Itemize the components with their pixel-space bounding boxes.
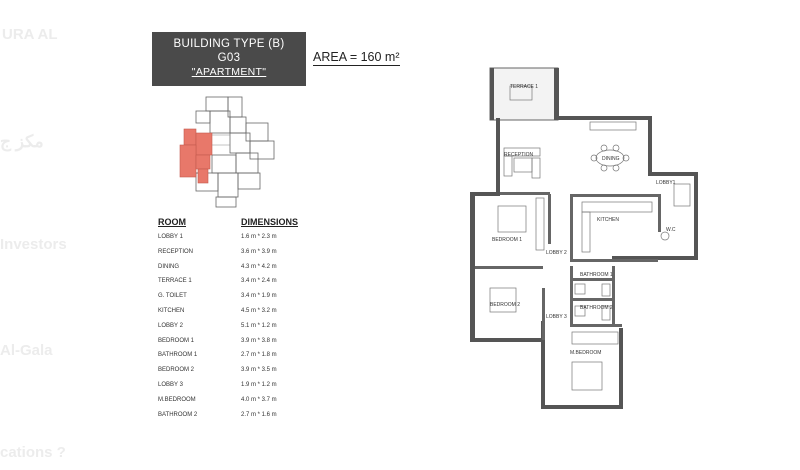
room-dimensions: 3.9 m * 3.5 m [241, 367, 277, 374]
room-dimensions: 5.1 m * 1.2 m [241, 322, 277, 329]
outer-walls [470, 116, 698, 409]
room-name: BATHROOM 2 [158, 411, 198, 418]
room-name: LOBBY 1 [158, 234, 183, 240]
building-key-plan [179, 96, 275, 208]
room-name: M.BEDROOM [158, 396, 196, 403]
wall [490, 68, 494, 120]
background-text-2: مكز ج [0, 132, 44, 151]
room-dimensions: 4.0 m * 3.7 m [241, 396, 277, 403]
room-name: TERRACE 1 [158, 278, 192, 285]
highlighted-unit [179, 128, 213, 184]
room-dimensions: 4.3 m * 4.2 m [241, 263, 277, 270]
background-text-5: cations ? [0, 444, 66, 461]
background-text-1: URA AL [2, 26, 58, 43]
room-dimensions: 1.6 m * 2.3 m [241, 234, 277, 240]
room-dimensions: 1.9 m * 1.2 m [241, 382, 277, 388]
room-name: RECEPTION [158, 248, 194, 255]
room-name: LOBBY 2 [158, 322, 183, 329]
furniture [489, 85, 691, 391]
label-wc: W.C [666, 227, 676, 233]
area-label: AREA = 160 m² [313, 50, 400, 66]
room-name: G. TOILET [158, 293, 187, 300]
unit-code: G03 [217, 52, 241, 64]
background-text-3: Investors [0, 236, 67, 253]
room-name: BEDROOM 1 [158, 337, 195, 344]
plan-labels: TERRACE 1 RECEPTION DINING LOBBY1 KITCHE… [490, 84, 676, 356]
apartment-floor-plan: TERRACE 1 RECEPTION DINING LOBBY1 KITCHE… [470, 67, 698, 409]
room-dimensions: 3.6 m * 3.9 m [241, 248, 277, 255]
label-dining: DINING [602, 156, 620, 162]
background-text-4: Al-Gala [0, 342, 53, 359]
room-dimensions: 4.5 m * 3.2 m [241, 308, 277, 314]
room-dimensions: 3.4 m * 2.4 m [241, 278, 277, 285]
label-kitchen: KITCHEN [597, 217, 619, 223]
label-bedroom1: BEDROOM 1 [492, 237, 522, 243]
room-dimensions: 2.7 m * 1.8 m [241, 352, 277, 359]
label-lobby1: LOBBY1 [656, 180, 676, 186]
label-reception: RECEPTION [504, 152, 534, 158]
column-header-room: ROOM [158, 217, 186, 227]
unit-type: "APARTMENT" [191, 66, 267, 78]
label-bathroom1: BATHROOM 1 [580, 272, 613, 278]
terrace-area [489, 67, 559, 121]
room-dimensions: 3.9 m * 3.8 m [241, 337, 277, 344]
building-type-title-box: BUILDING TYPE (B) G03 "APARTMENT" [152, 32, 306, 86]
label-mbedroom: M.BEDROOM [570, 350, 601, 356]
label-bedroom2: BEDROOM 2 [490, 302, 520, 308]
room-name: KITCHEN [158, 308, 185, 314]
label-lobby3: LOBBY 3 [546, 314, 567, 320]
wall [554, 68, 559, 120]
interior-walls [475, 192, 661, 340]
room-name: LOBBY 3 [158, 382, 183, 388]
label-lobby2: LOBBY 2 [546, 250, 567, 256]
building-type-title: BUILDING TYPE (B) [173, 38, 285, 50]
label-terrace: TERRACE 1 [510, 84, 538, 90]
room-dimensions: 3.4 m * 1.9 m [241, 293, 277, 300]
room-name: BATHROOM 1 [158, 352, 198, 359]
room-name: BEDROOM 2 [158, 367, 195, 374]
column-header-dimensions: DIMENSIONS [241, 217, 299, 227]
room-dimensions: 2.7 m * 1.6 m [241, 411, 277, 418]
room-name: DINING [158, 263, 179, 270]
label-bathroom2: BATHROOM 2 [580, 305, 613, 311]
